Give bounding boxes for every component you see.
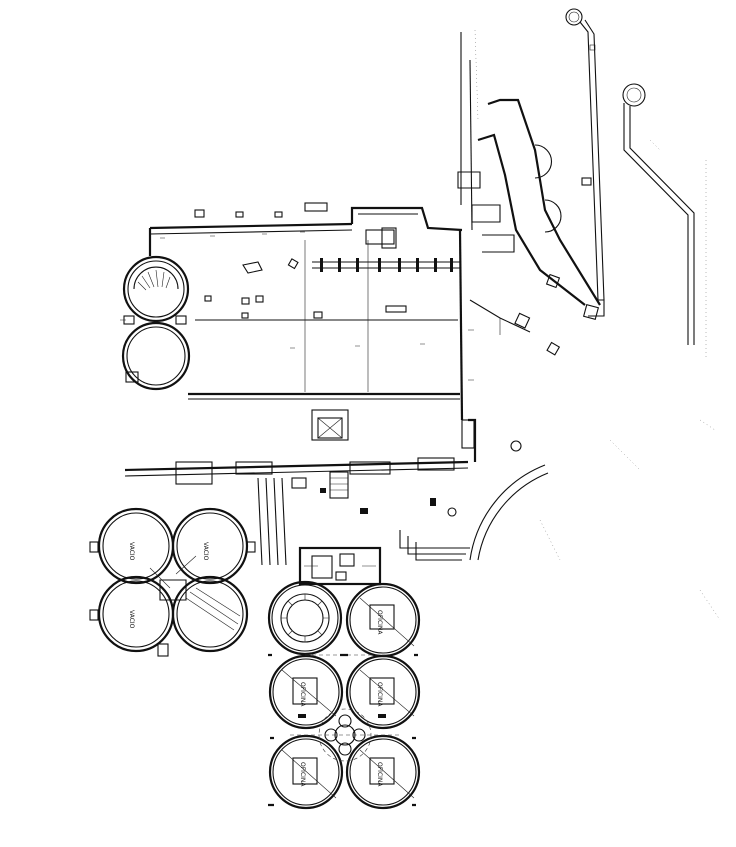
- room-label-oficina-3: OFICINA: [376, 682, 383, 707]
- west-pod-cluster: VACIO VACIO VACIO: [89, 507, 256, 657]
- south-facade: [124, 409, 477, 514]
- stair-tower-south: [121, 321, 191, 391]
- room-label-vacio-3: VACIO: [128, 610, 135, 629]
- entry-steps: [257, 477, 470, 566]
- room-label-vacio-2: VACIO: [202, 542, 209, 561]
- office-pod-4: OFICINA: [268, 734, 344, 810]
- access-road-far-east: [622, 83, 707, 360]
- stair-pod: [267, 580, 343, 656]
- office-pod-5: OFICINA: [345, 734, 421, 810]
- room-label-oficina-2: OFICINA: [299, 682, 306, 707]
- stair-tower-north: [122, 255, 190, 325]
- main-hall: [148, 202, 464, 421]
- site-boundary-line: [460, 29, 479, 231]
- plaza-arcs: [447, 440, 549, 561]
- central-courtyard: [290, 654, 400, 762]
- room-label-oficina-1: OFICINA: [376, 610, 383, 635]
- dimension-marks: [120, 139, 721, 621]
- access-road-east: [565, 8, 605, 317]
- office-pod-1: OFICINA: [345, 582, 421, 658]
- hall-furniture: [194, 202, 407, 319]
- hall-column-row: [320, 258, 453, 272]
- office-pod-3: OFICINA: [345, 654, 421, 730]
- pod-wall-thickening: [268, 653, 418, 807]
- room-label-oficina-4: OFICINA: [299, 762, 306, 787]
- south-pod-cluster: OFICINA OFICINA OFICINA OFICINA: [267, 546, 421, 810]
- service-wing: [457, 98, 601, 356]
- room-label-vacio-1: VACIO: [128, 542, 135, 561]
- room-label-oficina-5: OFICINA: [376, 762, 383, 787]
- office-pod-2: OFICINA: [268, 654, 344, 730]
